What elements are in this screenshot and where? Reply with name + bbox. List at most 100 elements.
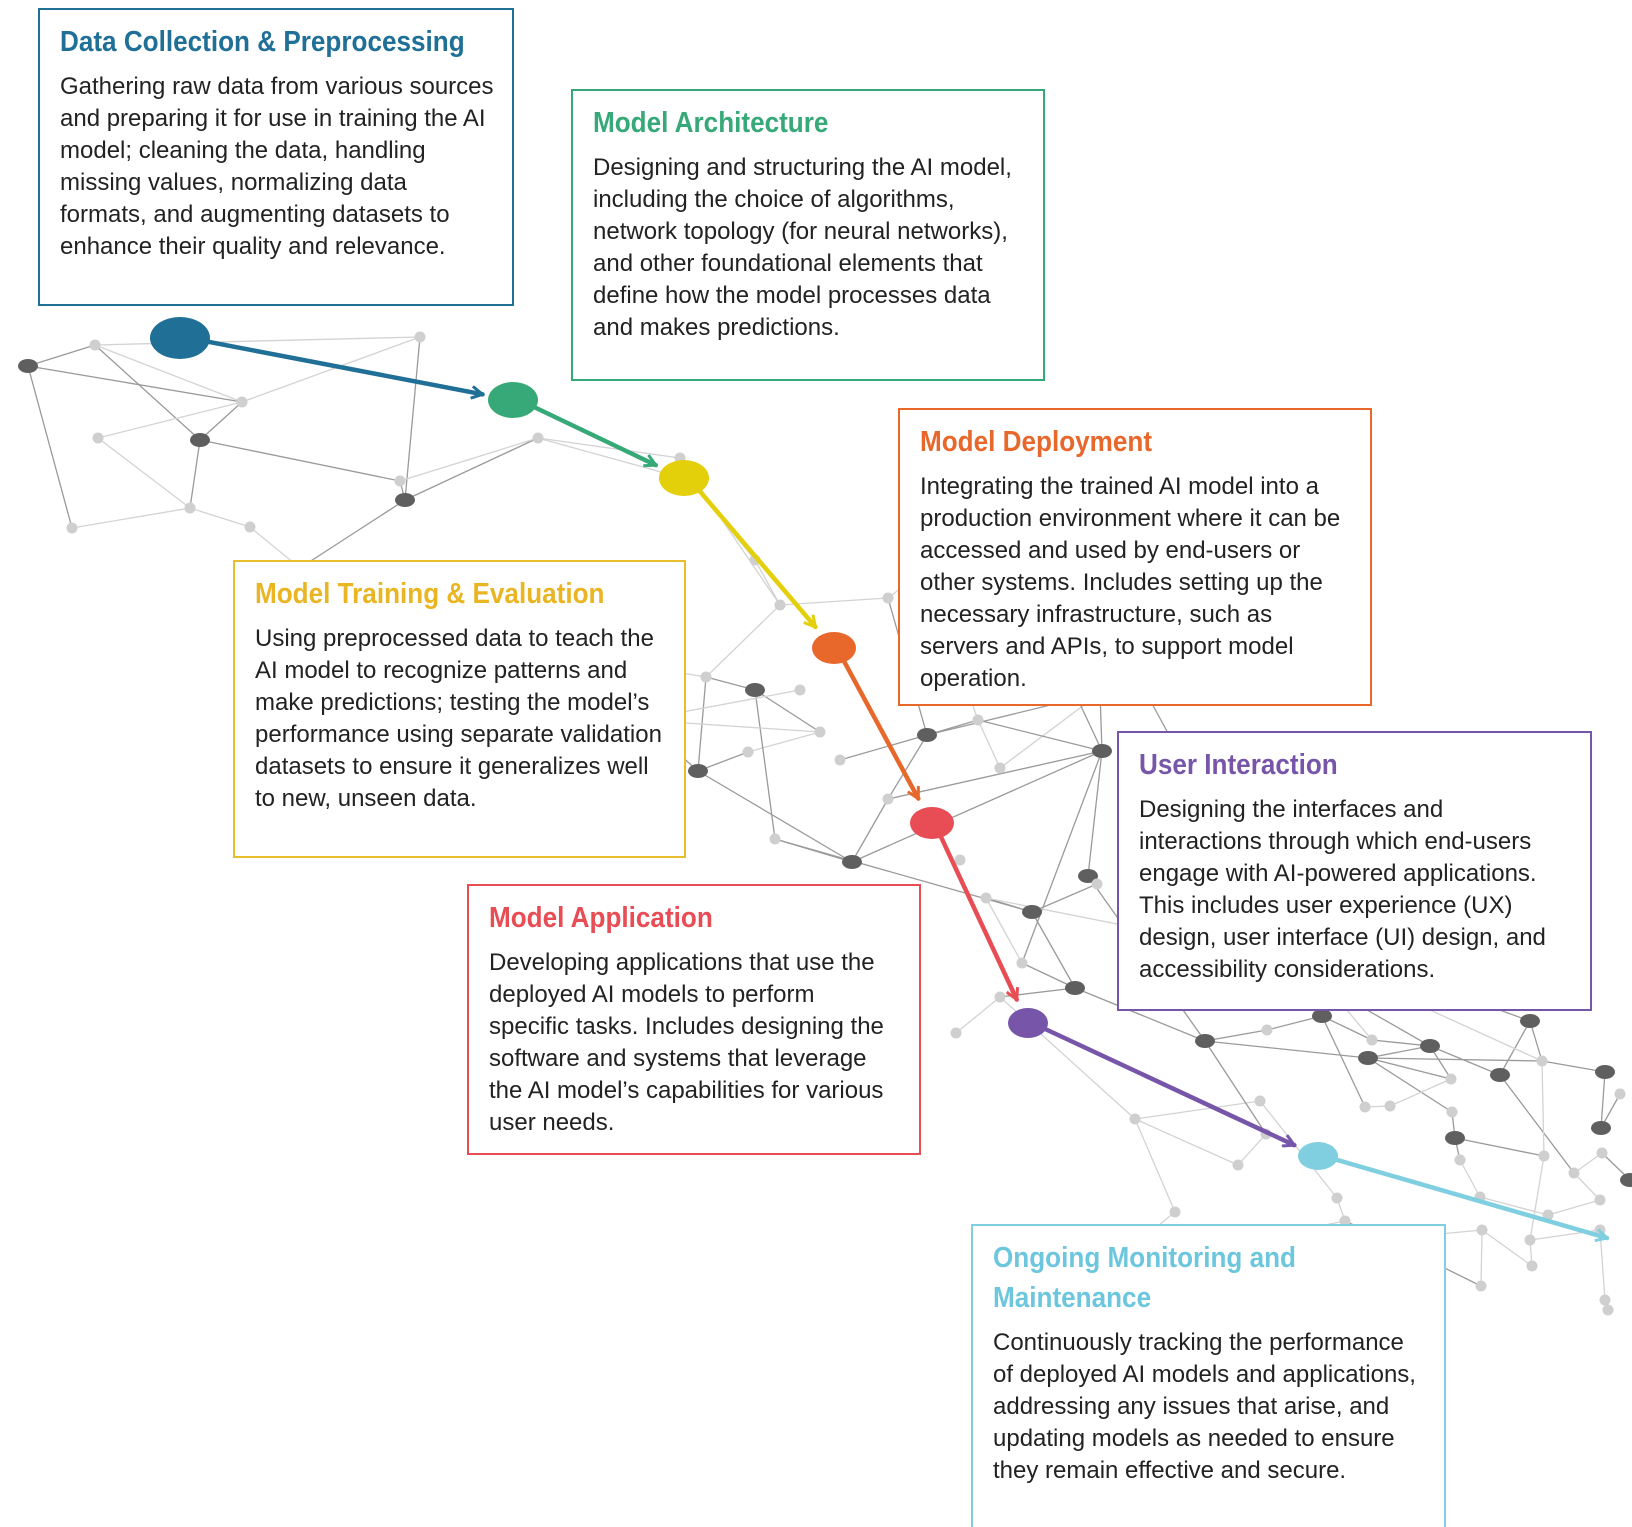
network-edge [1031, 883, 1098, 913]
network-edge [94, 344, 243, 403]
network-node [1602, 1304, 1614, 1316]
flow-node [150, 317, 210, 359]
network-node [994, 991, 1006, 1003]
network-node [1261, 1024, 1273, 1036]
network-node [1599, 1294, 1611, 1306]
stage-description: Continuously tracking the performance of… [993, 1329, 1416, 1484]
network-edge [1599, 1229, 1606, 1301]
network-edge [27, 365, 73, 529]
network-node [394, 475, 406, 487]
network-edge [705, 604, 781, 678]
network-node [1446, 1106, 1458, 1118]
stage-title: Model Application [489, 902, 713, 934]
stage-title: Model Deployment [920, 426, 1153, 458]
network-edge [1321, 1015, 1366, 1108]
network-node [18, 359, 38, 373]
stage-title: Model Architecture [593, 107, 829, 139]
network-edge [754, 689, 776, 840]
flow-node [910, 807, 954, 839]
network-edge [754, 559, 781, 606]
network-node [1359, 1101, 1371, 1113]
network-node [1476, 1224, 1488, 1236]
network-node [980, 892, 992, 904]
network-node [814, 726, 826, 738]
flow-arrow [1042, 1026, 1294, 1146]
network-node [1358, 1051, 1378, 1065]
network-edge [1547, 1199, 1601, 1216]
network-edge [1204, 1029, 1268, 1042]
network-edge [1529, 1155, 1545, 1241]
network-node [1384, 1100, 1396, 1112]
network-edge [404, 437, 539, 501]
flow-arrows [204, 339, 1607, 1238]
network-node [1614, 1088, 1626, 1100]
network-node [1620, 1173, 1632, 1187]
flow-node [659, 460, 709, 496]
stage-description: Gathering raw data from various sources … [60, 73, 494, 260]
network-edge [747, 731, 821, 753]
network-edge [1321, 1015, 1373, 1041]
network-edge [1499, 1074, 1575, 1174]
network-node [1454, 1154, 1466, 1166]
network-node [66, 522, 78, 534]
network-edge [1259, 1100, 1338, 1199]
network-node [1339, 1215, 1351, 1227]
network-edge [1367, 1057, 1453, 1113]
network-edge [955, 996, 1001, 1034]
network-node [1596, 1147, 1608, 1159]
network-edge [71, 507, 191, 529]
network-edge [404, 336, 421, 501]
network-edge [1204, 1040, 1267, 1135]
network-node [1542, 1209, 1554, 1221]
network-edge [985, 897, 1023, 964]
network-node [1536, 1055, 1548, 1067]
flow-node [1298, 1142, 1338, 1170]
network-node [1526, 1260, 1538, 1272]
network-edge [1600, 1071, 1606, 1129]
network-edge [1204, 1040, 1369, 1059]
network-edge [1459, 1159, 1481, 1198]
stage-description: Using preprocessed data to teach the AI … [255, 625, 662, 812]
stage-description: Developing applications that use the dep… [489, 949, 884, 1136]
network-node [994, 762, 1006, 774]
network-edge [94, 344, 201, 441]
flow-node [812, 632, 856, 664]
network-edge [1074, 987, 1206, 1042]
network-node [1490, 1068, 1510, 1082]
stage-box-model-deployment: Model Deployment Integrating the trained… [898, 408, 1372, 706]
network-node [1169, 1206, 1181, 1218]
network-edge [27, 344, 96, 367]
network-edge [1480, 1229, 1483, 1287]
network-node [236, 396, 248, 408]
network-node [1366, 1034, 1378, 1046]
network-node [1568, 1167, 1580, 1179]
network-edge [189, 439, 201, 509]
stage-box-model-training: Model Training & Evaluation Using prepro… [233, 560, 686, 858]
network-node [1445, 1073, 1457, 1085]
network-node [1594, 1194, 1606, 1206]
stage-box-user-interaction: User Interaction Designing the interface… [1117, 731, 1592, 1011]
network-edge [851, 798, 889, 863]
network-node [745, 683, 765, 697]
flow-arrow [841, 658, 921, 799]
network-node [1475, 1280, 1487, 1292]
flow-arrow [1333, 1157, 1607, 1238]
network-edge [189, 507, 251, 528]
network-edge [1454, 1137, 1545, 1157]
stage-description: Designing and structuring the AI model, … [593, 154, 1012, 341]
network-node [1595, 1065, 1615, 1079]
network-node [1331, 1192, 1343, 1204]
network-edge [94, 336, 421, 346]
network-node [1092, 744, 1112, 758]
network-edge [399, 437, 539, 482]
network-edge [1389, 1078, 1452, 1107]
network-edge [1367, 1057, 1543, 1062]
network-node [1591, 1121, 1611, 1135]
stage-description: Designing the interfaces and interaction… [1139, 796, 1546, 983]
network-edge [1031, 911, 1076, 989]
stage-title: User Interaction [1139, 749, 1338, 781]
network-node [190, 433, 210, 447]
network-edge [887, 734, 928, 800]
network-edge [839, 734, 928, 761]
network-node [1195, 1034, 1215, 1048]
